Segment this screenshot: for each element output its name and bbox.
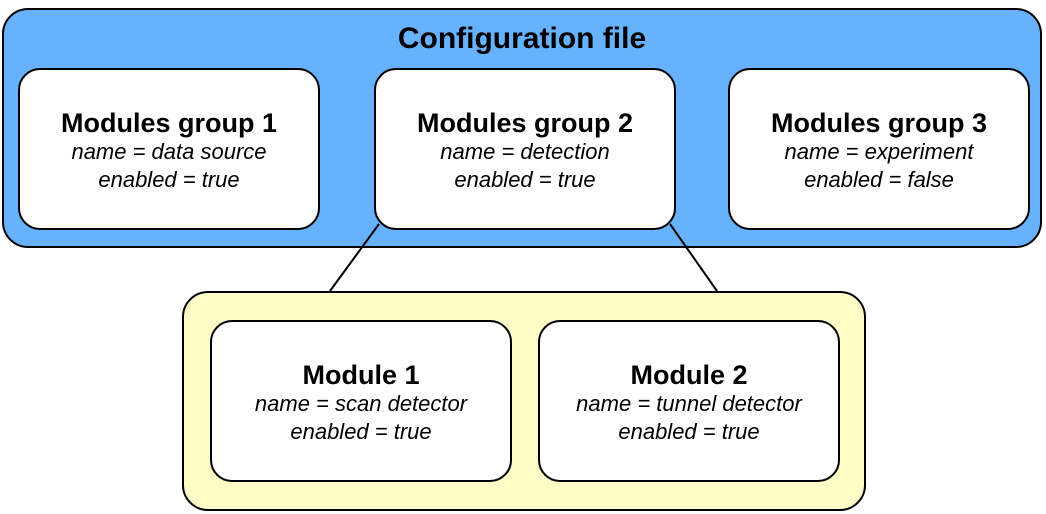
module-2-box: Module 2 name = tunnel detector enabled … [538, 320, 840, 482]
modules-group-3-enabled: enabled = false [804, 167, 954, 192]
modules-group-1-name: name = data source [71, 139, 267, 164]
modules-group-3-name: name = experiment [784, 139, 974, 164]
module-1-name: name = scan detector [254, 391, 468, 416]
modules-group-2-title: Modules group 2 [417, 108, 633, 138]
modules-group-2-name: name = detection [440, 139, 610, 164]
modules-group-1-box: Modules group 1 name = data source enabl… [18, 68, 320, 230]
module-2-name: name = tunnel detector [576, 391, 802, 416]
module-1-enabled: enabled = true [290, 419, 432, 444]
module-2-enabled: enabled = true [618, 419, 760, 444]
module-1-title: Module 1 [302, 360, 420, 390]
modules-group-2-box: Modules group 2 name = detection enabled… [374, 68, 676, 230]
modules-group-3-title: Modules group 3 [771, 108, 987, 138]
configuration-file-title: Configuration file [397, 22, 647, 55]
modules-group-3-box: Modules group 3 name = experiment enable… [728, 68, 1030, 230]
modules-group-1-title: Modules group 1 [61, 108, 277, 138]
modules-group-2-enabled: enabled = true [454, 167, 596, 192]
module-2-title: Module 2 [630, 360, 748, 390]
module-1-box: Module 1 name = scan detector enabled = … [210, 320, 512, 482]
modules-group-1-enabled: enabled = true [98, 167, 240, 192]
